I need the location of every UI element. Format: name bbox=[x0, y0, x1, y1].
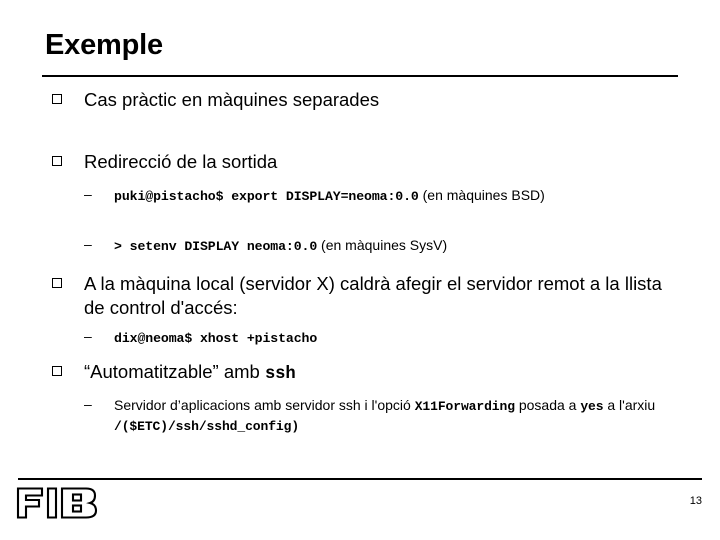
command-text: > setenv DISPLAY neoma:0.0 bbox=[114, 239, 318, 254]
bullet-item: A la màquina local (servidor X) caldrà a… bbox=[52, 272, 684, 319]
sub-bullet-text: posada a bbox=[514, 397, 581, 413]
square-bullet-icon bbox=[52, 278, 62, 288]
square-bullet-icon bbox=[52, 366, 62, 376]
fib-logo bbox=[16, 487, 98, 519]
page-number: 13 bbox=[689, 495, 702, 507]
bullet-text: A la màquina local (servidor X) caldrà a… bbox=[84, 273, 662, 318]
inline-code-path: /($ETC)/ssh/sshd_config) bbox=[114, 418, 300, 434]
bullet-text: Redirecció de la sortida bbox=[84, 151, 278, 172]
sub-bullet-text: (en màquines SysV) bbox=[317, 237, 448, 253]
inline-code: ssh bbox=[264, 365, 296, 384]
page-title: Exemple bbox=[45, 29, 163, 61]
dash-bullet-icon: – bbox=[84, 186, 92, 202]
sub-bullet-item: – dix@neoma$ xhost +pistacho bbox=[52, 328, 714, 347]
bullet-item: Cas pràctic en màquines separades bbox=[52, 88, 710, 112]
sub-bullet-item: – Servidor d’aplicacions amb servidor ssh… bbox=[52, 396, 674, 436]
bullet-text: Cas pràctic en màquines separades bbox=[84, 89, 380, 110]
bullet-text: “Automatitzable” amb bbox=[84, 361, 265, 382]
square-bullet-icon bbox=[52, 94, 62, 104]
dash-bullet-icon: – bbox=[84, 396, 92, 412]
title-divider bbox=[42, 75, 678, 77]
sub-bullet-item: – > setenv DISPLAY neoma:0.0 (en màquine… bbox=[52, 236, 714, 255]
sub-bullet-item: – puki@pistacho$ export DISPLAY=neoma:0.… bbox=[52, 186, 714, 205]
bullet-item: Redirecció de la sortida bbox=[52, 150, 710, 174]
sub-bullet-text: (en màquines BSD) bbox=[418, 187, 545, 203]
dash-bullet-icon: – bbox=[84, 236, 92, 252]
dash-bullet-icon: – bbox=[84, 328, 92, 344]
footer-divider bbox=[18, 478, 702, 480]
bullet-item: “Automatitzable” amb ssh bbox=[52, 360, 684, 386]
sub-bullet-text: a l'arxiu bbox=[603, 397, 656, 413]
inline-code: X11Forwarding bbox=[414, 399, 515, 414]
command-text: puki@pistacho$ export DISPLAY=neoma:0.0 bbox=[114, 189, 419, 204]
command-text: dix@neoma$ xhost +pistacho bbox=[114, 331, 318, 346]
sub-bullet-text: Servidor d’aplicacions amb servidor ssh … bbox=[114, 397, 415, 413]
inline-code: yes bbox=[580, 399, 604, 414]
square-bullet-icon bbox=[52, 156, 62, 166]
